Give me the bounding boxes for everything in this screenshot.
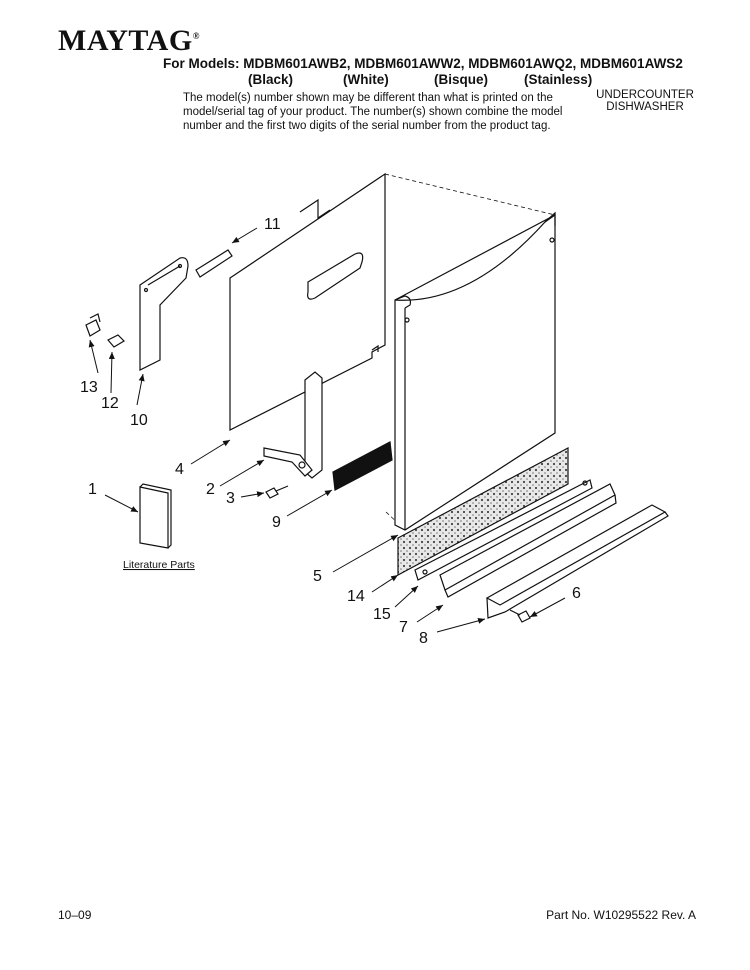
category-line: UNDERCOUNTER: [596, 89, 694, 101]
color-bisque: (Bisque): [434, 72, 488, 87]
callout-8: 8: [419, 630, 428, 647]
callout-14: 14: [347, 588, 365, 605]
maytag-logo: MAYTAG®: [58, 24, 200, 57]
side-panel-cutout: [307, 252, 364, 300]
strip-9: [332, 441, 393, 491]
callout-9: 9: [272, 514, 281, 531]
color-stainless: (Stainless): [524, 72, 593, 87]
callout-11: 11: [264, 216, 281, 233]
door-panel: [394, 214, 556, 531]
screw-3: [265, 487, 279, 499]
product-category: UNDERCOUNTER DISHWASHER: [590, 89, 700, 113]
callout-3: 3: [226, 490, 235, 507]
callout-2: 2: [206, 481, 215, 498]
callout-12: 12: [101, 395, 119, 412]
strip-15: [414, 479, 593, 581]
side-panel-flange: [299, 198, 331, 220]
bracket-2: [304, 371, 323, 479]
literature-booklet: [139, 486, 169, 549]
callout-4: 4: [175, 461, 184, 478]
notice-line: The model(s) number shown may be differe…: [183, 92, 553, 104]
notice-line: number and the first two digits of the s…: [183, 120, 551, 132]
callout-1: 1: [88, 481, 97, 498]
pad-12: [107, 334, 125, 348]
models-line: For Models: MDBM601AWB2, MDBM601AWW2, MD…: [163, 56, 683, 71]
callout-10: 10: [130, 412, 148, 429]
callout-13: 13: [80, 379, 98, 396]
clip-13: [85, 319, 101, 337]
side-panel: [229, 172, 386, 431]
bracket-panel-10: [139, 257, 189, 371]
footer-date: 10–09: [58, 908, 92, 922]
literature-parts-label: Literature Parts: [123, 559, 195, 571]
category-line: DISHWASHER: [606, 101, 684, 113]
callout-7: 7: [399, 619, 408, 636]
strip-11: [195, 249, 233, 278]
color-white: (White): [343, 72, 389, 87]
toe-panel-14: [397, 447, 569, 577]
callout-5: 5: [313, 568, 322, 585]
color-black: (Black): [248, 72, 294, 87]
notice-line: model/serial tag of your product. The nu…: [183, 106, 563, 118]
footer-part-number: Part No. W10295522 Rev. A: [546, 908, 696, 922]
callout-6: 6: [572, 585, 581, 602]
screw-6: [517, 610, 531, 623]
callout-15: 15: [373, 606, 391, 623]
model-notice: The model(s) number shown may be differe…: [183, 91, 583, 133]
